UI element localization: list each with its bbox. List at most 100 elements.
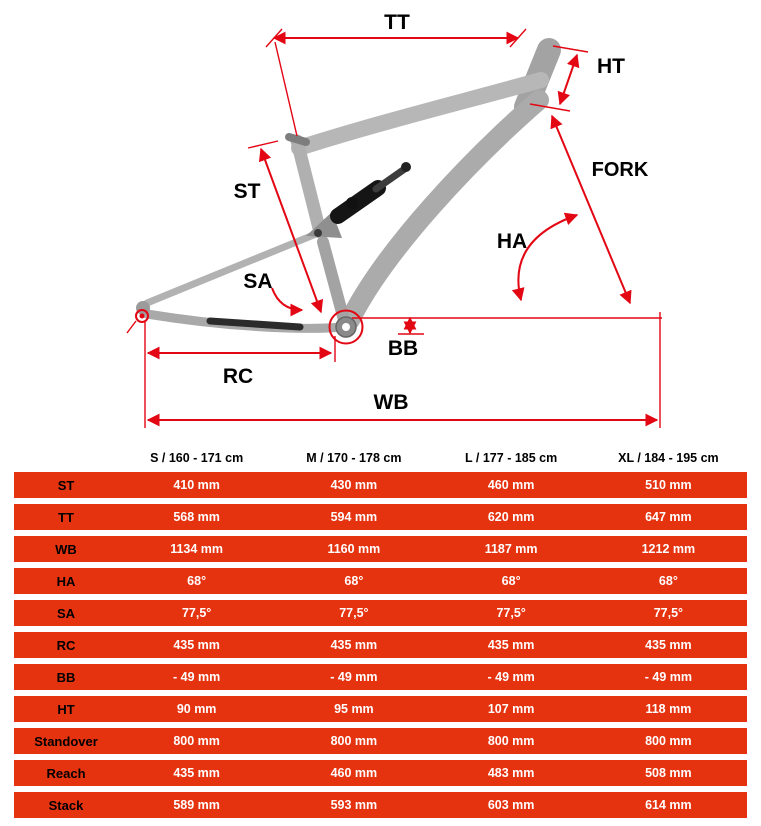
geometry-table: S / 160 - 171 cm M / 170 - 178 cm L / 17… [0, 446, 761, 818]
tt-extension-line [274, 41, 298, 137]
row-value: - 49 mm [644, 670, 692, 684]
ha-angle-arc [511, 212, 579, 302]
axle-lever [126, 320, 137, 334]
table-header-row: S / 160 - 171 cm M / 170 - 178 cm L / 17… [14, 448, 747, 468]
top-tube [291, 72, 549, 156]
bb-label: BB [388, 337, 418, 360]
row-value: 430 mm [330, 478, 378, 492]
bottom-bracket-center [342, 323, 350, 331]
row-value: 460 mm [330, 766, 378, 780]
column-header-size-s: S / 160 - 171 cm [150, 451, 244, 465]
row-value: 95 mm [334, 702, 374, 716]
row-value: 1187 mm [484, 542, 538, 556]
row-value: 107 mm [487, 702, 535, 716]
row-value: - 49 mm [173, 670, 221, 684]
row-value: 647 mm [645, 510, 692, 524]
row-label: WB [55, 541, 77, 557]
down-tube [340, 90, 549, 330]
row-value: 435 mm [645, 638, 692, 652]
geometry-diagram: TT HT FORK HA ST SA BB RC WB [126, 11, 662, 428]
row-value: 460 mm [487, 478, 535, 492]
row-value: 77,5° [339, 606, 369, 620]
seatstay [143, 230, 320, 307]
ht-dimension-line [557, 53, 580, 106]
row-label: Standover [34, 733, 98, 749]
chainstay-protector [206, 317, 304, 331]
row-value: 435 mm [173, 638, 220, 652]
row-value: 435 mm [173, 766, 220, 780]
seat-clamp [285, 133, 310, 146]
row-label: HA [56, 573, 76, 589]
sa-label: SA [243, 270, 272, 293]
row-value: 568 mm [173, 510, 220, 524]
fork-axis-line [550, 114, 632, 305]
rc-label: RC [223, 365, 253, 388]
table-row: BB - 49 mm - 49 mm - 49 mm - 49 mm [14, 664, 747, 690]
ht-tick-top [552, 45, 589, 53]
wb-label: WB [374, 391, 409, 414]
tt-label: TT [384, 11, 410, 34]
column-header-size-l: L / 177 - 185 cm [465, 451, 558, 465]
row-label: Stack [48, 797, 84, 813]
row-value: 90 mm [176, 702, 217, 716]
row-value: 435 mm [330, 638, 378, 652]
rear-shock-body [330, 180, 386, 224]
table-row: WB 1134 mm 1160 mm 1187 mm 1212 mm [14, 536, 747, 562]
row-value: 68° [344, 574, 364, 588]
st-tick-top [247, 140, 279, 149]
table-row: RC 435 mm 435 mm 435 mm 435 mm [14, 632, 747, 658]
fork-label: FORK [592, 159, 649, 181]
ha-label: HA [497, 230, 527, 253]
pivot-icon [314, 229, 322, 237]
row-value: 77,5° [181, 606, 212, 620]
shock-eyelet [401, 162, 411, 172]
row-label: ST [57, 477, 75, 493]
row-value: 68° [501, 574, 521, 588]
column-header-size-xl: XL / 184 - 195 cm [618, 451, 719, 465]
rear-shock-shaft [372, 164, 410, 193]
row-value: 1160 mm [327, 542, 381, 556]
seat-tube [290, 134, 327, 239]
sa-angle-arc [271, 287, 304, 317]
st-label: ST [234, 180, 261, 203]
row-value: 589 mm [173, 798, 220, 812]
row-value: 800 mm [330, 734, 378, 748]
tt-tick-left [265, 28, 283, 48]
row-value: 800 mm [487, 734, 535, 748]
column-header-size-m: M / 170 - 178 cm [306, 451, 402, 465]
row-value: 1212 mm [641, 542, 696, 556]
row-label: Reach [46, 765, 86, 781]
row-value: 118 mm [645, 702, 692, 716]
bb-highlight-circle [328, 309, 364, 345]
rear-axle-circle [135, 309, 149, 323]
row-value: - 49 mm [487, 670, 535, 684]
row-value: 68° [658, 574, 678, 588]
row-value: 68° [187, 574, 207, 588]
row-label: TT [58, 509, 74, 525]
row-value: 483 mm [487, 766, 535, 780]
row-value: 800 mm [173, 734, 220, 748]
row-value: - 49 mm [330, 670, 378, 684]
row-label: BB [56, 669, 76, 685]
table-row: HT 90 mm 95 mm 107 mm 118 mm [14, 696, 747, 722]
bike-frame-illustration [136, 38, 561, 338]
row-label: RC [56, 637, 76, 653]
row-value: 77,5° [496, 606, 526, 620]
table-row: HA 68° 68° 68° 68° [14, 568, 747, 594]
rear-axle-dot [139, 313, 145, 319]
row-value: 510 mm [645, 478, 692, 492]
dimension-labels: TT HT FORK HA ST SA BB RC WB [223, 11, 649, 414]
row-value: 594 mm [330, 510, 378, 524]
row-value: 410 mm [173, 478, 220, 492]
row-value: 800 mm [645, 734, 692, 748]
seat-tube-lower [317, 236, 350, 326]
row-label: HT [57, 701, 75, 717]
geometry-table-body: ST 410 mm 430 mm 460 mm 510 mm TT 568 mm 594 mm… [14, 472, 747, 818]
row-value: 1134 mm [170, 542, 224, 556]
bike-geometry-svg: TT HT FORK HA ST SA BB RC WB [126, 11, 662, 428]
row-value: 435 mm [487, 638, 535, 652]
table-row: Standover 800 mm 800 mm 800 mm 800 mm [14, 728, 747, 754]
